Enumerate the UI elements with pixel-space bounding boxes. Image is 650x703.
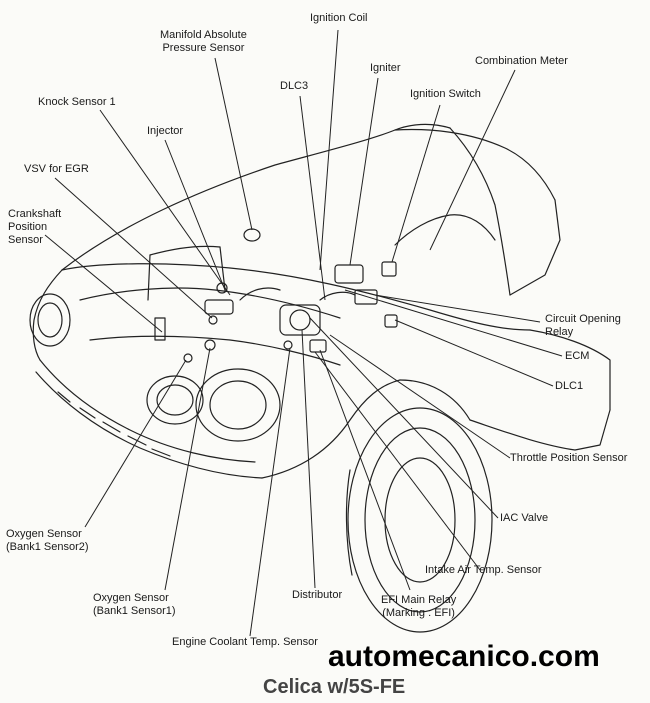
label-manifold-pressure-sensor: Manifold Absolute Pressure Sensor: [160, 29, 247, 54]
diagram-title: Celica w/5S-FE: [263, 676, 406, 698]
label-dlc1: DLC1: [555, 380, 584, 392]
label-oxygen-sensor-1: Oxygen Sensor (Bank1 Sensor1): [93, 592, 176, 617]
label-ecm: ECM: [565, 350, 590, 362]
label-throttle-position-sensor: Throttle Position Sensor: [510, 452, 628, 464]
label-circuit-opening-relay: Circuit Opening Relay: [545, 313, 621, 338]
label-knock-sensor: Knock Sensor 1: [38, 96, 116, 108]
label-efi-main-relay: EFI Main Relay (Marking : EFI): [381, 594, 457, 619]
label-engine-coolant-sensor: Engine Coolant Temp. Sensor: [172, 636, 318, 648]
car-body: [29, 123, 611, 633]
label-ignition-coil: Ignition Coil: [310, 12, 368, 24]
label-distributor: Distributor: [292, 589, 343, 601]
leader-lines: [44, 29, 563, 637]
label-iac-valve: IAC Valve: [500, 512, 549, 524]
label-combination-meter: Combination Meter: [475, 55, 568, 67]
label-injector: Injector: [147, 125, 184, 137]
label-igniter: Igniter: [370, 62, 401, 74]
engine-components: [154, 228, 398, 363]
label-ignition-switch: Ignition Switch: [410, 88, 481, 100]
label-crankshaft-sensor: Crankshaft Position Sensor: [8, 208, 62, 246]
label-vsv-egr: VSV for EGR: [24, 163, 89, 175]
label-intake-air-temp-sensor: Intake Air Temp. Sensor: [425, 564, 542, 576]
label-oxygen-sensor-2: Oxygen Sensor (Bank1 Sensor2): [6, 528, 89, 553]
watermark-text: automecanico.com: [328, 640, 600, 673]
label-dlc3: DLC3: [280, 80, 309, 92]
